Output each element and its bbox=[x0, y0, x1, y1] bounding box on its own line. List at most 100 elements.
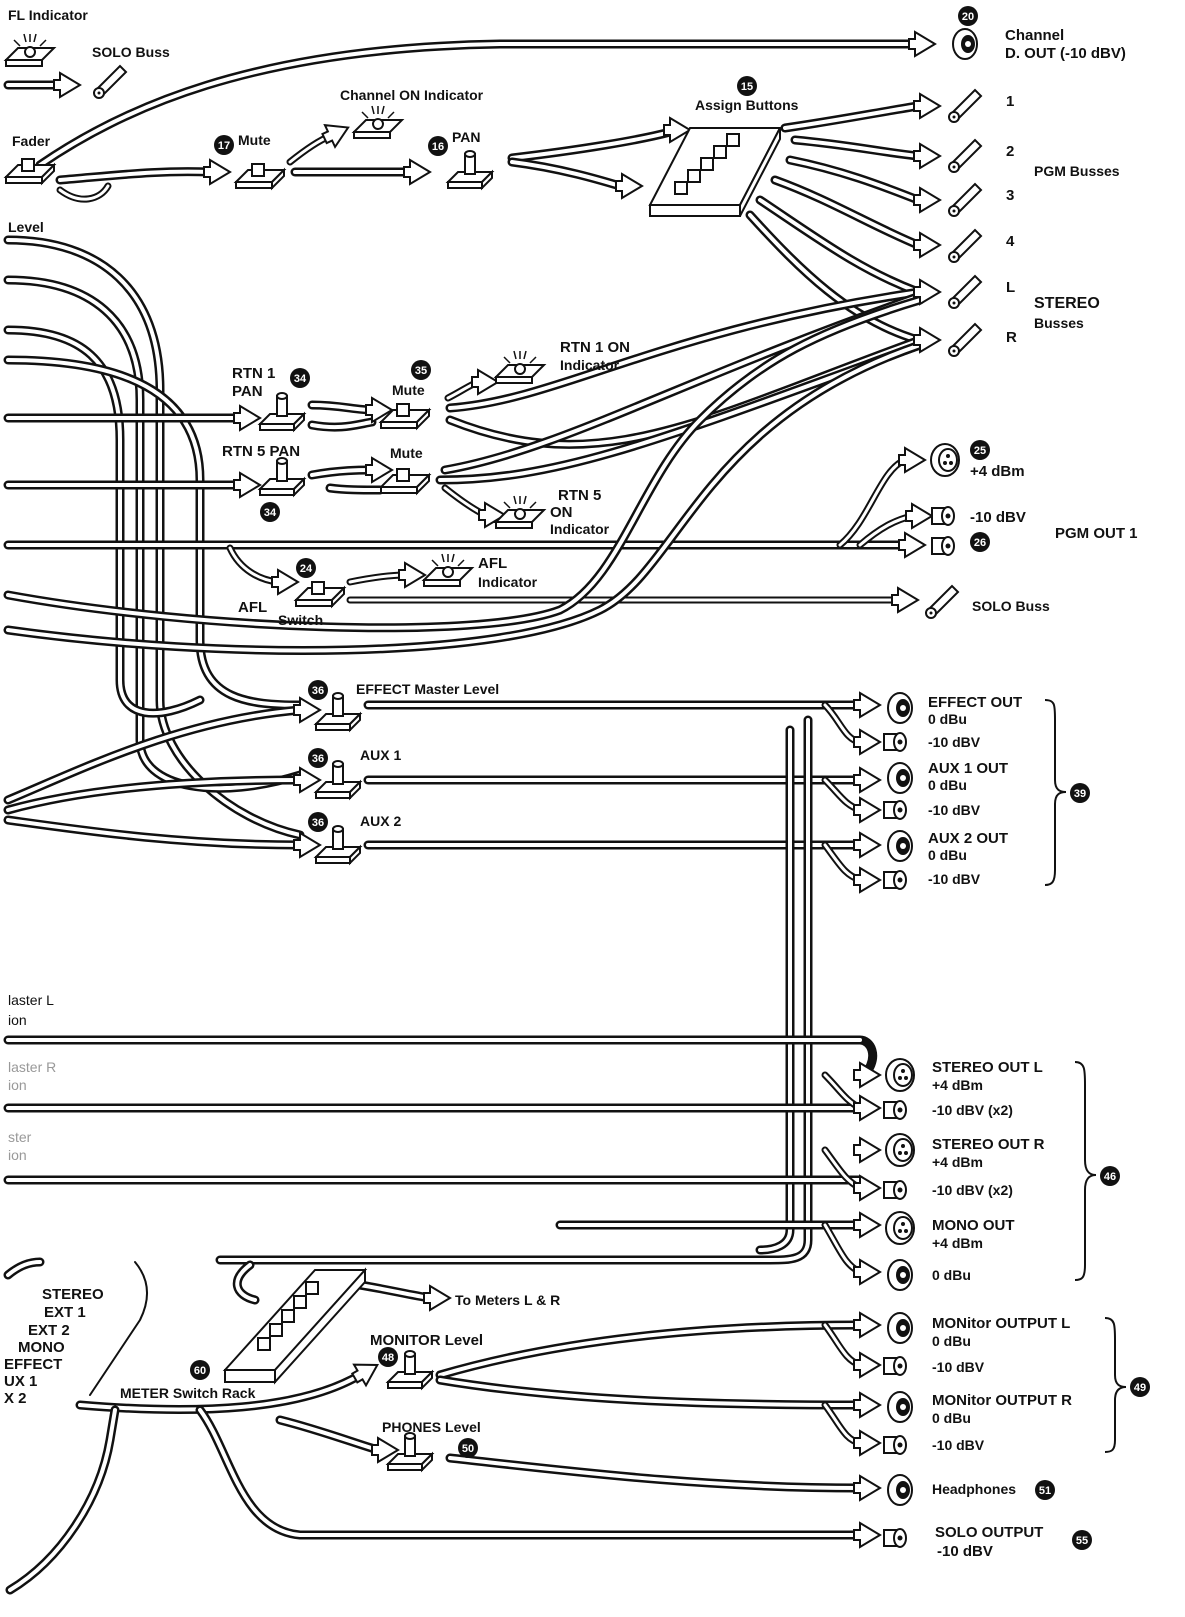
master-x-label-1: ster bbox=[8, 1129, 32, 1145]
stereo-out-r-label-2: +4 dBm bbox=[932, 1154, 983, 1170]
bus-l-plug bbox=[948, 275, 982, 309]
bus-r-label: R bbox=[1006, 329, 1017, 346]
svg-text:34: 34 bbox=[294, 373, 307, 385]
svg-text:25: 25 bbox=[974, 445, 986, 457]
afl-indicator-label-1: AFL bbox=[478, 555, 507, 572]
solo-output-label-2: -10 dBV bbox=[937, 1543, 993, 1560]
channel-on-indicator-lamp bbox=[353, 105, 403, 139]
afl-indicator-label: FL Indicator bbox=[8, 7, 88, 23]
svg-text:50: 50 bbox=[462, 1443, 474, 1455]
svg-text:17: 17 bbox=[218, 140, 230, 152]
to-meters-label: To Meters L & R bbox=[455, 1292, 560, 1308]
mon-out-l-rca bbox=[883, 1356, 907, 1376]
aux1-out-label-3: -10 dBV bbox=[928, 802, 981, 818]
svg-text:34: 34 bbox=[264, 507, 277, 519]
stereo-busses-label-2: Busses bbox=[1034, 315, 1084, 331]
mon-out-r-rca bbox=[883, 1435, 907, 1455]
mon-out-l-jack bbox=[887, 1312, 913, 1344]
badge-26: 26 bbox=[970, 532, 990, 552]
rtn1-on-label-2: Indicator bbox=[560, 357, 620, 373]
solo-output-rca bbox=[883, 1528, 907, 1548]
master-r-label-2: ion bbox=[8, 1077, 27, 1093]
effect-out-rca bbox=[883, 732, 907, 752]
effect-out-label-2: 0 dBu bbox=[928, 711, 967, 727]
assign-buttons-label: Assign Buttons bbox=[695, 97, 799, 113]
mono-out-jack bbox=[887, 1259, 913, 1291]
rtn1-mute-label: Mute bbox=[392, 382, 425, 398]
afl-indicator-lamp-2 bbox=[423, 553, 473, 587]
meter-src-5: EFFECT bbox=[4, 1356, 62, 1373]
svg-text:35: 35 bbox=[415, 365, 427, 377]
aux2-out-jack bbox=[887, 830, 913, 862]
stereo-out-r-rca bbox=[883, 1180, 907, 1200]
badge-34a: 34 bbox=[290, 368, 310, 388]
bus-4-plug bbox=[948, 229, 982, 263]
mono-out-label-2: +4 dBm bbox=[932, 1235, 983, 1251]
badge-51: 51 bbox=[1035, 1480, 1055, 1500]
rtn5-pan-knob bbox=[259, 457, 305, 496]
stereo-out-l-rca bbox=[883, 1100, 907, 1120]
solo-buss-plug-2 bbox=[925, 585, 959, 619]
assign-buttons-rack bbox=[648, 127, 782, 217]
badge-36a: 36 bbox=[308, 680, 328, 700]
pan-label: PAN bbox=[452, 129, 481, 145]
channel-on-indicator-label: Channel ON Indicator bbox=[340, 87, 484, 103]
badge-17: 17 bbox=[214, 135, 234, 155]
pgm-out-minus10-label: -10 dBV bbox=[970, 509, 1026, 526]
labels: FL Indicator SOLO Buss Channel D. OUT (-… bbox=[4, 7, 1138, 1560]
meter-src-7: X 2 bbox=[4, 1390, 27, 1407]
afl-switch-label-1: AFL bbox=[238, 599, 267, 616]
braces bbox=[1044, 699, 1127, 1453]
meter-switch-rack bbox=[222, 1267, 368, 1385]
stereo-out-l-label-1: STEREO OUT L bbox=[932, 1059, 1043, 1076]
svg-text:26: 26 bbox=[974, 537, 986, 549]
badge-24: 24 bbox=[296, 558, 316, 578]
aux2-out-rca bbox=[883, 870, 907, 890]
meter-src-4: MONO bbox=[18, 1339, 65, 1356]
mon-out-l-label-2: 0 dBu bbox=[932, 1333, 971, 1349]
aux2-knob bbox=[315, 825, 361, 864]
rtn5-mute-label: Mute bbox=[390, 445, 423, 461]
svg-text:24: 24 bbox=[300, 563, 313, 575]
bus-r-plug bbox=[948, 323, 982, 357]
mon-out-r-label-2: 0 dBu bbox=[932, 1410, 971, 1426]
badge-36b: 36 bbox=[308, 748, 328, 768]
rtn1-on-label-1: RTN 1 ON bbox=[560, 339, 630, 356]
stereo-out-l-xlr bbox=[885, 1058, 915, 1092]
aux2-out-label-3: -10 dBV bbox=[928, 871, 981, 887]
aux2-out-label-1: AUX 2 OUT bbox=[928, 830, 1008, 847]
afl-switch-button bbox=[295, 581, 345, 607]
master-x-label-2: ion bbox=[8, 1147, 27, 1163]
stereo-out-r-label-3: -10 dBV (x2) bbox=[932, 1182, 1013, 1198]
mon-out-l-label-1: MONitor OUTPUT L bbox=[932, 1315, 1070, 1332]
mon-out-r-jack bbox=[887, 1391, 913, 1423]
pgm-out-plus4-label: +4 dBm bbox=[970, 463, 1025, 480]
meter-src-6: UX 1 bbox=[4, 1373, 37, 1390]
channel-d-out-jack bbox=[952, 28, 978, 60]
meter-src-1: STEREO bbox=[42, 1286, 104, 1303]
aux1-out-jack bbox=[887, 762, 913, 794]
stereo-busses-label-1: STEREO bbox=[1034, 295, 1100, 312]
aux1-out-label-1: AUX 1 OUT bbox=[928, 760, 1008, 777]
badge-46: 46 bbox=[1100, 1166, 1120, 1186]
phones-level-label: PHONES Level bbox=[382, 1419, 481, 1435]
channel-d-out-label-1: Channel bbox=[1005, 27, 1064, 44]
solo-buss-label: SOLO Buss bbox=[92, 44, 170, 60]
badge-49: 49 bbox=[1130, 1377, 1150, 1397]
fader-label: Fader bbox=[12, 133, 51, 149]
svg-text:55: 55 bbox=[1076, 1535, 1088, 1547]
svg-text:15: 15 bbox=[741, 81, 753, 93]
pgm-busses-label: PGM Busses bbox=[1034, 163, 1120, 179]
svg-text:20: 20 bbox=[962, 11, 974, 23]
rtn5-on-label-1: RTN 5 bbox=[558, 487, 601, 504]
aux1-out-rca bbox=[883, 800, 907, 820]
stereo-out-l-label-3: -10 dBV (x2) bbox=[932, 1102, 1013, 1118]
bus-2-plug bbox=[948, 139, 982, 173]
pgm-out-xlr bbox=[930, 443, 960, 477]
badge-50: 50 bbox=[458, 1438, 478, 1458]
svg-text:39: 39 bbox=[1074, 788, 1086, 800]
bus-1-plug bbox=[948, 89, 982, 123]
aux2-label: AUX 2 bbox=[360, 813, 401, 829]
solo-output-label-1: SOLO OUTPUT bbox=[935, 1524, 1043, 1541]
